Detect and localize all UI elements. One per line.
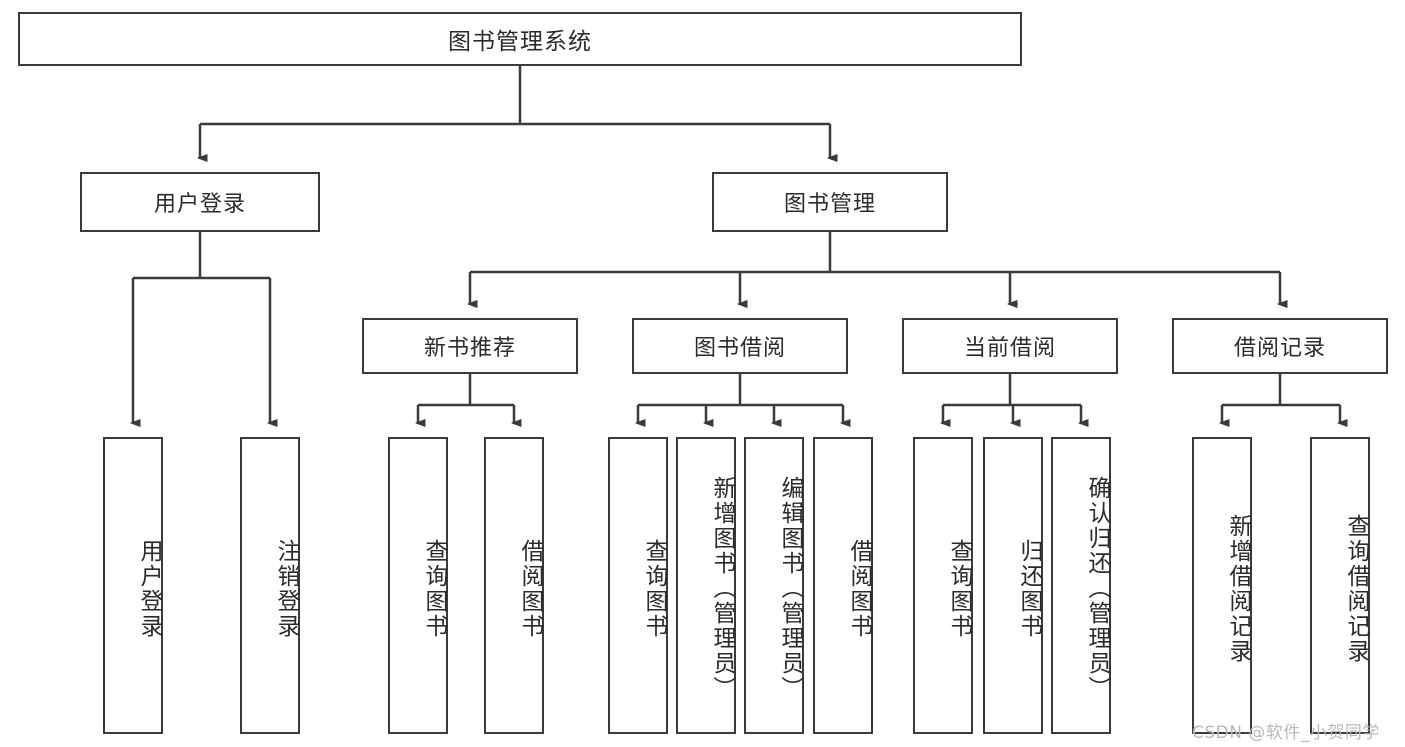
node-leaf-rec-borrow-book[interactable]: 借阅图书 <box>484 437 544 734</box>
node-leaf-cb-confirm-return[interactable]: 确认归还（管理员） <box>1051 437 1111 734</box>
node-leaf-cb-return-book[interactable]: 归还图书 <box>983 437 1043 734</box>
node-leaf-bb-borrow-book-label: 借阅图书 <box>846 538 872 639</box>
node-current-borrow[interactable]: 当前借阅 <box>902 318 1118 374</box>
node-new-book-recommend[interactable]: 新书推荐 <box>362 318 578 374</box>
node-new-book-recommend-label: 新书推荐 <box>423 336 516 361</box>
node-leaf-user-login-label: 用户登录 <box>136 538 162 639</box>
node-leaf-rec-query-book[interactable]: 查询图书 <box>388 437 448 734</box>
node-leaf-user-logout[interactable]: 注销登录 <box>240 437 300 734</box>
node-leaf-bb-query-book[interactable]: 查询图书 <box>608 437 668 734</box>
node-leaf-user-login[interactable]: 用户登录 <box>103 437 163 734</box>
node-leaf-br-query-record-label: 查询借阅记录 <box>1343 513 1369 664</box>
node-leaf-bb-edit-book[interactable]: 编辑图书（管理员） <box>744 437 804 734</box>
node-leaf-cb-query-book-label: 查询图书 <box>946 538 972 639</box>
csdn-watermark: CSDN @软件_小贺同学 <box>1192 723 1380 743</box>
node-borrow-record-label: 借阅记录 <box>1233 336 1326 361</box>
node-leaf-bb-query-book-label: 查询图书 <box>641 538 667 639</box>
node-leaf-bb-add-book[interactable]: 新增图书（管理员） <box>676 437 736 734</box>
node-root[interactable]: 图书管理系统 <box>18 12 1022 66</box>
node-leaf-br-query-record[interactable]: 查询借阅记录 <box>1310 437 1370 734</box>
node-book-borrow[interactable]: 图书借阅 <box>632 318 848 374</box>
node-leaf-rec-borrow-book-label: 借阅图书 <box>517 538 543 639</box>
node-leaf-user-logout-label: 注销登录 <box>273 538 299 639</box>
node-leaf-cb-query-book[interactable]: 查询图书 <box>913 437 973 734</box>
node-book-manage[interactable]: 图书管理 <box>712 172 948 232</box>
node-book-borrow-label: 图书借阅 <box>693 336 786 361</box>
node-root-label: 图书管理系统 <box>448 29 592 55</box>
node-leaf-rec-query-book-label: 查询图书 <box>421 538 447 639</box>
node-leaf-br-add-record-label: 新增借阅记录 <box>1225 513 1251 664</box>
node-user-login[interactable]: 用户登录 <box>80 172 320 232</box>
node-leaf-cb-confirm-return-label: 确认归还（管理员） <box>1084 476 1110 701</box>
node-leaf-bb-borrow-book[interactable]: 借阅图书 <box>813 437 873 734</box>
node-book-manage-label: 图书管理 <box>783 192 876 217</box>
node-user-login-label: 用户登录 <box>153 192 246 217</box>
node-leaf-cb-return-book-label: 归还图书 <box>1016 538 1042 639</box>
node-leaf-bb-add-book-label: 新增图书（管理员） <box>709 476 735 701</box>
node-leaf-bb-edit-book-label: 编辑图书（管理员） <box>777 476 803 701</box>
node-current-borrow-label: 当前借阅 <box>963 336 1056 361</box>
node-leaf-br-add-record[interactable]: 新增借阅记录 <box>1192 437 1252 734</box>
node-borrow-record[interactable]: 借阅记录 <box>1172 318 1388 374</box>
